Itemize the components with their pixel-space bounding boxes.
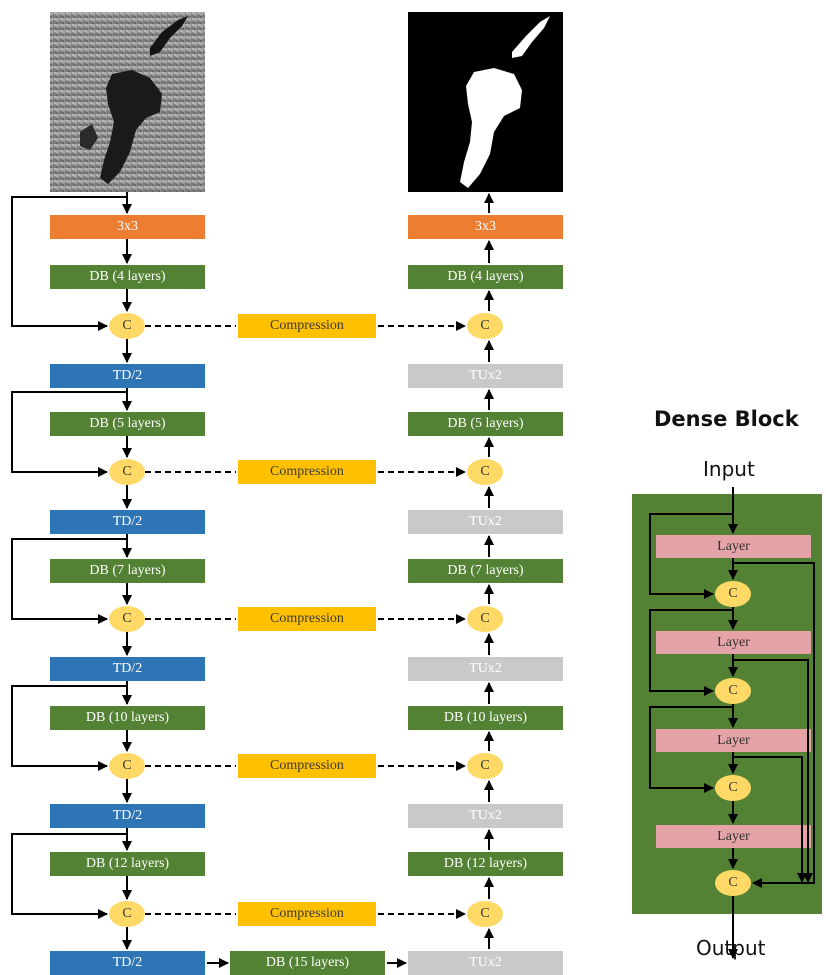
decoder-concat-node-1: C (467, 313, 503, 339)
decoder-transition-up-2: TUx2 (408, 510, 563, 534)
encoder-transition-down-5: TD/2 (50, 951, 205, 975)
dense-left-loop-3 (649, 706, 733, 793)
decoder-concat-node-5: C (467, 901, 503, 927)
dense-right-loop-2 (733, 659, 813, 883)
decoder-concat-node-2: C (467, 459, 503, 485)
compression-box-3: Compression (238, 607, 376, 631)
encoder-skip-loop-3 (11, 538, 127, 624)
dense-layer-4: Layer (656, 825, 811, 848)
decoder-dense-block-4: DB (10 layers) (408, 706, 563, 730)
encoder-transition-down-2: TD/2 (50, 510, 205, 534)
dense-block-title: Dense Block (654, 407, 799, 431)
encoder-concat-node-4: C (109, 753, 145, 779)
encoder-dense-block-4: DB (10 layers) (50, 706, 205, 730)
decoder-concat-node-3: C (467, 606, 503, 632)
input-image (50, 12, 205, 192)
encoder-dense-block-5: DB (12 layers) (50, 852, 205, 876)
dense-layer-3: Layer (656, 729, 811, 752)
encoder-dense-block-1: DB (4 layers) (50, 265, 205, 289)
decoder-dense-block-2: DB (5 layers) (408, 412, 563, 436)
encoder-transition-down-1: TD/2 (50, 364, 205, 388)
compression-box-4: Compression (238, 754, 376, 778)
dense-left-loop-2 (649, 609, 733, 696)
dense-right-loop-1 (733, 562, 815, 888)
encoder-concat-node-2: C (109, 459, 145, 485)
decoder-dense-block-1: DB (4 layers) (408, 265, 563, 289)
encoder-dense-block-3: DB (7 layers) (50, 559, 205, 583)
encoder-skip-loop-1 (11, 196, 127, 331)
decoder-dense-block-3: DB (7 layers) (408, 559, 563, 583)
dense-concat-node-3: C (715, 775, 751, 801)
dense-concat-node-2: C (715, 678, 751, 704)
output-mask-image (408, 12, 563, 192)
encoder-transition-down-3: TD/2 (50, 657, 205, 681)
encoder-dense-block-2: DB (5 layers) (50, 412, 205, 436)
bottleneck-dense-block: DB (15 layers) (230, 951, 385, 975)
encoder-concat-node-1: C (109, 313, 145, 339)
dense-block-input-label: Input (703, 457, 755, 481)
compression-box-5: Compression (238, 902, 376, 926)
dense-concat-node-1: C (715, 581, 751, 607)
compression-box-2: Compression (238, 460, 376, 484)
decoder-transition-up-1: TUx2 (408, 364, 563, 388)
decoder-dense-block-5: DB (12 layers) (408, 852, 563, 876)
decoder-transition-up-4: TUx2 (408, 804, 563, 828)
encoder-skip-loop-4 (11, 685, 127, 771)
decoder-conv-3x3: 3x3 (408, 215, 563, 239)
encoder-skip-loop-5 (11, 833, 127, 919)
decoder-concat-node-4: C (467, 753, 503, 779)
dense-left-loop-1 (649, 513, 733, 599)
encoder-skip-loop-2 (11, 391, 127, 477)
encoder-concat-node-5: C (109, 901, 145, 927)
decoder-transition-up-5: TUx2 (408, 951, 563, 975)
dense-layer-2: Layer (656, 631, 811, 654)
dense-concat-node-4: C (715, 870, 751, 896)
encoder-concat-node-3: C (109, 606, 145, 632)
dense-layer-1: Layer (656, 535, 811, 558)
decoder-transition-up-3: TUx2 (408, 657, 563, 681)
encoder-conv-3x3: 3x3 (50, 215, 205, 239)
dense-right-loop-3 (733, 756, 807, 883)
encoder-transition-down-4: TD/2 (50, 804, 205, 828)
compression-box-1: Compression (238, 314, 376, 338)
